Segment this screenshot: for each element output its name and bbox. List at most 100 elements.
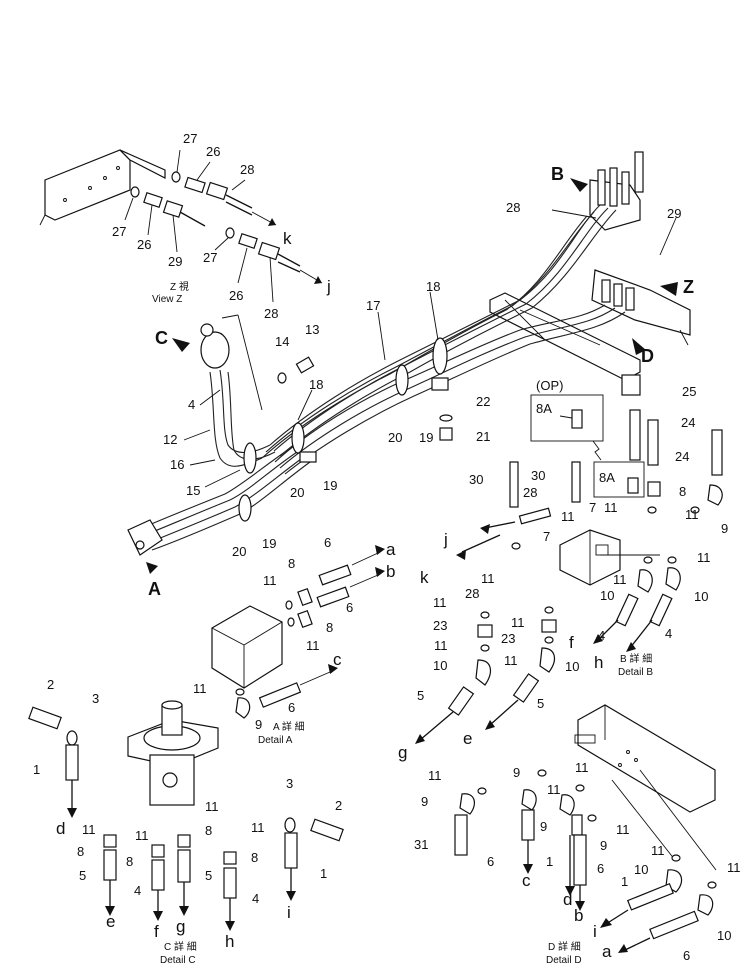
letter-d: d bbox=[56, 819, 65, 838]
arrow-a-right bbox=[375, 545, 385, 555]
oring-11 bbox=[477, 787, 487, 795]
main-harness bbox=[127, 151, 691, 574]
clamp-15 bbox=[243, 442, 257, 474]
valve-port bbox=[613, 283, 623, 307]
arrow-j-left bbox=[480, 524, 490, 534]
detail-d-hole bbox=[626, 750, 630, 754]
callout-5: 5 bbox=[537, 696, 544, 711]
valve-stem bbox=[621, 171, 630, 205]
letter-k: k bbox=[420, 568, 429, 587]
arrow-f-up bbox=[593, 634, 603, 644]
hose-28 bbox=[518, 507, 552, 525]
option-fitting-8a bbox=[571, 409, 583, 429]
callout-11: 11 bbox=[306, 638, 320, 653]
callout-19: 19 bbox=[323, 478, 337, 493]
leader-29 bbox=[172, 214, 178, 253]
hose-6-d bbox=[521, 809, 535, 841]
callout-22: 22 bbox=[476, 394, 490, 409]
leader-16 bbox=[189, 459, 216, 466]
option-connector bbox=[592, 440, 602, 461]
view-z-fitting bbox=[143, 192, 163, 208]
elbow-10-d2 bbox=[697, 894, 714, 916]
letter-a: a bbox=[602, 942, 612, 961]
hose-6-d3 bbox=[649, 910, 699, 940]
callout-28: 28 bbox=[264, 306, 278, 321]
pilot-valve-port bbox=[162, 772, 178, 788]
callout-11: 11 bbox=[651, 843, 665, 858]
view-z-nut bbox=[162, 200, 184, 218]
leader-28b bbox=[269, 256, 274, 303]
callout-11: 11 bbox=[697, 550, 711, 565]
elbow-10 bbox=[475, 659, 492, 686]
letter-h: h bbox=[225, 932, 234, 951]
caption-view-z: View Z bbox=[152, 294, 182, 305]
letter-a: a bbox=[386, 540, 396, 559]
callout-11: 11 bbox=[727, 860, 741, 875]
leader-26b bbox=[147, 204, 153, 236]
letter-b: b bbox=[574, 906, 583, 925]
fitting-23 bbox=[477, 624, 493, 638]
view-z-hole bbox=[63, 198, 67, 202]
elbow-9-a bbox=[235, 697, 251, 719]
callout-19: 19 bbox=[262, 536, 276, 551]
letter-f: f bbox=[154, 922, 159, 941]
callout-9: 9 bbox=[721, 521, 728, 536]
view-z-hose bbox=[179, 211, 206, 227]
detail-a-block bbox=[211, 605, 283, 689]
callout-31: 31 bbox=[414, 837, 428, 852]
callout-17: 17 bbox=[366, 298, 380, 313]
hose-line-c bbox=[209, 371, 263, 467]
detail-d-guide bbox=[639, 769, 717, 871]
oring-11 bbox=[235, 688, 245, 696]
hose-line-a bbox=[147, 455, 306, 544]
control-valve-knob bbox=[200, 323, 214, 337]
clamp-bracket-19b bbox=[299, 451, 317, 463]
valve-stem bbox=[634, 151, 644, 193]
callout-11: 11 bbox=[251, 820, 265, 835]
detail-d-guide bbox=[611, 779, 676, 861]
valve-port bbox=[625, 287, 635, 311]
hose-4b-line bbox=[629, 619, 653, 649]
leader-a bbox=[351, 552, 379, 566]
callout-23: 23 bbox=[501, 631, 515, 646]
callout-11: 11 bbox=[205, 799, 219, 814]
callout-6: 6 bbox=[683, 948, 690, 963]
hose-line bbox=[284, 311, 626, 475]
hose-6-a bbox=[318, 564, 352, 586]
control-valve-c bbox=[200, 331, 230, 369]
callout-11: 11 bbox=[433, 595, 447, 610]
callout-11: 11 bbox=[685, 507, 699, 522]
callout-10: 10 bbox=[694, 589, 708, 604]
hose-30 bbox=[509, 461, 519, 508]
clamp-18b bbox=[291, 422, 305, 454]
callout-11: 11 bbox=[135, 828, 149, 843]
view-label-b: B bbox=[551, 164, 564, 184]
oring-11 bbox=[690, 506, 700, 514]
hose-5b bbox=[512, 673, 540, 703]
hose-line bbox=[279, 307, 616, 469]
callout-30: 30 bbox=[531, 468, 545, 483]
callout-9: 9 bbox=[540, 819, 547, 834]
arrow-d bbox=[67, 808, 77, 818]
callout-4: 4 bbox=[252, 891, 259, 906]
option-leader bbox=[559, 415, 573, 419]
callout-7: 7 bbox=[543, 529, 550, 544]
callout-11: 11 bbox=[193, 681, 207, 696]
arrow-g-up bbox=[415, 734, 425, 744]
arrow-view-z bbox=[660, 282, 678, 296]
harness-frame bbox=[489, 292, 641, 381]
callout-11: 11 bbox=[481, 571, 495, 586]
oring-11 bbox=[707, 881, 717, 889]
elbow-10b bbox=[539, 647, 556, 673]
oring-11 bbox=[647, 506, 657, 514]
letter-j: j bbox=[443, 530, 448, 549]
callout-30: 30 bbox=[469, 472, 483, 487]
view-z-oring bbox=[171, 171, 181, 183]
callout-6: 6 bbox=[346, 600, 353, 615]
hose-31 bbox=[454, 814, 468, 856]
callout-14: 14 bbox=[275, 334, 289, 349]
hose-k bbox=[461, 534, 501, 553]
oring-11 bbox=[287, 617, 295, 627]
oring-11 bbox=[544, 606, 554, 614]
arrow-a bbox=[618, 944, 628, 953]
